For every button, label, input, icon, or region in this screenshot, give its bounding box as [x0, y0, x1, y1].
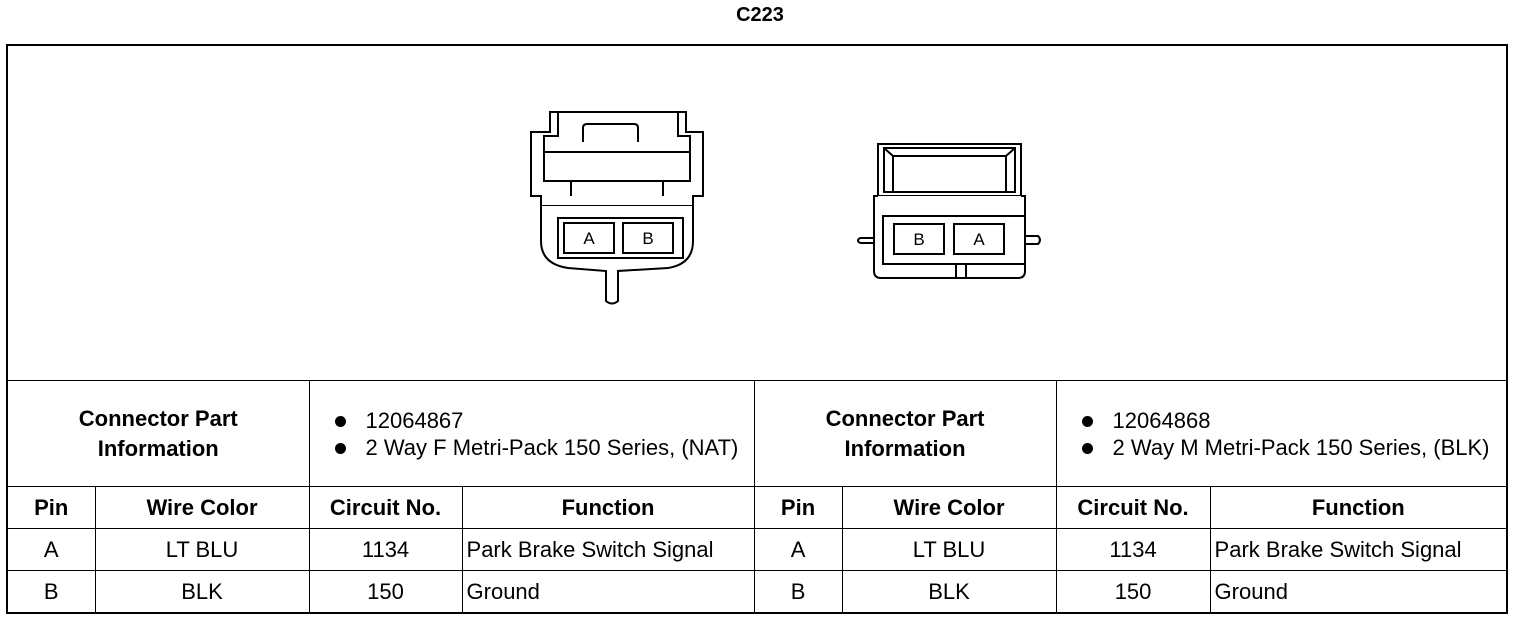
- pin-cell: A: [753, 528, 843, 571]
- circuit-cell: 1134: [1055, 528, 1211, 571]
- function-cell: Park Brake Switch Signal: [1209, 528, 1507, 571]
- connector-frame: A B B A: [6, 44, 1508, 614]
- bullet-icon: [334, 442, 346, 454]
- info-item: 12064868: [1079, 407, 1503, 434]
- info-label-line2: Information: [844, 435, 966, 461]
- connector-table: Connector Part Information 12064867 2 Wa…: [8, 380, 1507, 612]
- table-row: B BLK 150 Ground B BLK 150 Ground: [8, 570, 1507, 612]
- female-pin-label-1: A: [583, 229, 595, 248]
- female-connector-drawing: A B: [530, 111, 704, 305]
- table-header-row: Pin Wire Color Circuit No. Function Pin …: [8, 486, 1507, 529]
- column-header-wire-color: Wire Color: [841, 486, 1057, 529]
- column-header-wire-color: Wire Color: [94, 486, 310, 529]
- info-item: 2 Way F Metri-Pack 150 Series, (NAT): [332, 434, 750, 461]
- column-header-circuit: Circuit No.: [308, 486, 463, 529]
- connector-info-label-2: Connector Part Information: [753, 380, 1057, 487]
- info-label-line1: Connector Part: [825, 405, 985, 431]
- column-header-pin: Pin: [8, 486, 96, 529]
- function-cell: Ground: [1209, 570, 1507, 612]
- male-connector-drawing: B A: [857, 143, 1041, 279]
- male-pin-label-2: A: [973, 230, 985, 249]
- function-cell: Park Brake Switch Signal: [461, 528, 755, 571]
- wire-color-cell: BLK: [94, 570, 310, 612]
- connector-diagram: A B B A: [8, 46, 1506, 380]
- wire-color-cell: LT BLU: [841, 528, 1057, 571]
- info-label-line2: Information: [97, 435, 219, 461]
- bullet-icon: [1081, 415, 1093, 427]
- connector-info-list-2: 12064868 2 Way M Metri-Pack 150 Series, …: [1055, 380, 1507, 487]
- circuit-cell: 150: [308, 570, 463, 612]
- circuit-cell: 1134: [308, 528, 463, 571]
- function-cell: Ground: [461, 570, 755, 612]
- column-header-function: Function: [461, 486, 755, 529]
- male-pin-label-1: B: [913, 230, 924, 249]
- pin-cell: B: [753, 570, 843, 612]
- bullet-icon: [1081, 442, 1093, 454]
- connector-info-label-1: Connector Part Information: [8, 380, 310, 487]
- connector-info-list-1: 12064867 2 Way F Metri-Pack 150 Series, …: [308, 380, 755, 487]
- connector-title: C223: [736, 4, 784, 26]
- column-header-pin: Pin: [753, 486, 843, 529]
- wire-color-cell: LT BLU: [94, 528, 310, 571]
- pin-cell: A: [8, 528, 96, 571]
- female-pin-label-2: B: [642, 229, 653, 248]
- connector-info-row: Connector Part Information 12064867 2 Wa…: [8, 380, 1507, 487]
- info-item: 2 Way M Metri-Pack 150 Series, (BLK): [1079, 434, 1503, 461]
- info-item: 12064867: [332, 407, 750, 434]
- connector-drawings: A B B A: [530, 111, 1041, 305]
- wire-color-cell: BLK: [841, 570, 1057, 612]
- info-label-line1: Connector Part: [78, 405, 238, 431]
- column-header-circuit: Circuit No.: [1055, 486, 1211, 529]
- circuit-cell: 150: [1055, 570, 1211, 612]
- pin-cell: B: [8, 570, 96, 612]
- bullet-icon: [334, 415, 346, 427]
- table-row: A LT BLU 1134 Park Brake Switch Signal A…: [8, 528, 1507, 571]
- column-header-function: Function: [1209, 486, 1507, 529]
